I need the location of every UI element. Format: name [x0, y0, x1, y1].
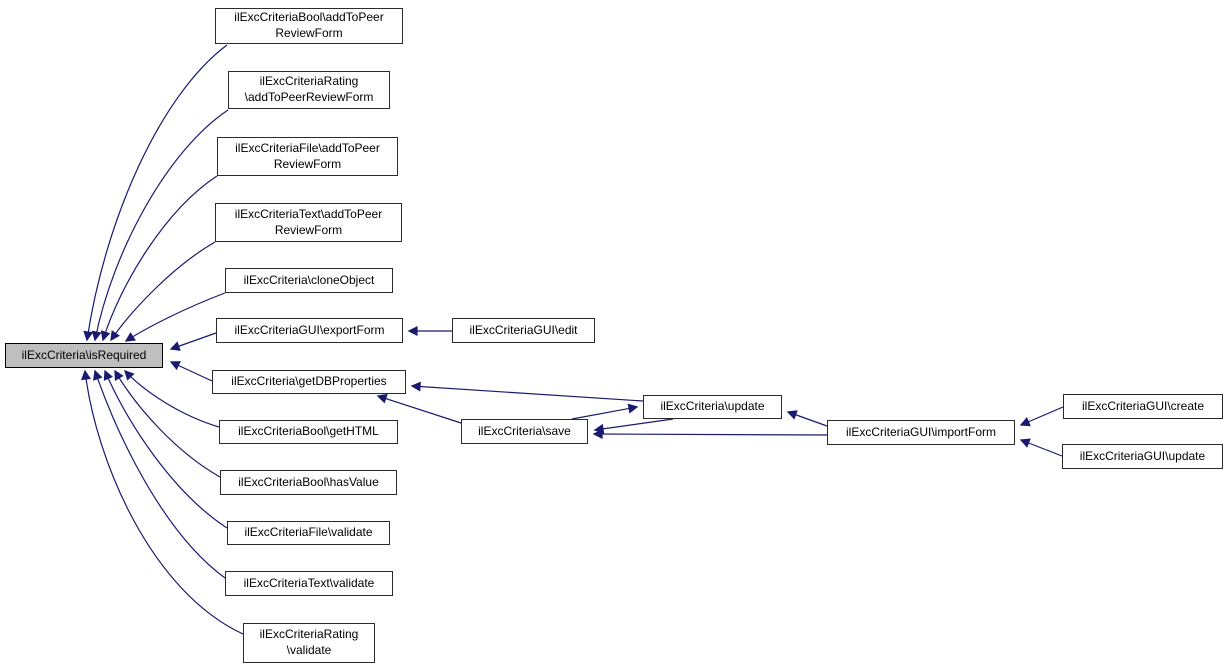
graph-node-rating-addtopeerreviewform[interactable]: ilExcCriteriaRating \addToPeerReviewForm — [228, 71, 390, 109]
graph-node-bool-hasvalue[interactable]: ilExcCriteriaBool\hasValue — [220, 470, 397, 495]
graph-node-isrequired: ilExcCriteria\isRequired — [5, 343, 163, 368]
edge-save-to-getdbproperties — [376, 393, 462, 424]
edge-gui-update-to-importform — [1019, 438, 1063, 457]
edge-importform-to-save — [592, 429, 828, 440]
edge-file-addtopeerreviewform-to-isrequired — [100, 175, 218, 342]
edge-rating-validate-to-isrequired — [81, 369, 244, 635]
edge-bool-gethtml-to-isrequired — [124, 369, 220, 428]
edge-gui-create-to-importform — [1019, 406, 1064, 427]
edge-update-to-save — [593, 418, 674, 434]
edge-bool-addtopeerreviewform-to-isrequired — [83, 44, 228, 342]
edge-text-addtopeerreviewform-to-isrequired — [110, 241, 216, 342]
graph-node-update[interactable]: ilExcCriteria\update — [643, 395, 782, 419]
edge-update-to-getdbproperties — [410, 381, 644, 402]
edge-cloneobject-to-isrequired — [124, 292, 226, 342]
graph-node-rating-validate[interactable]: ilExcCriteriaRating \validate — [243, 623, 375, 663]
graph-node-cloneobject[interactable]: ilExcCriteria\cloneObject — [225, 268, 393, 293]
edge-save-to-update — [571, 403, 639, 420]
graph-node-file-addtopeerreviewform[interactable]: ilExcCriteriaFile\addToPeer ReviewForm — [217, 137, 398, 176]
graph-node-importform[interactable]: ilExcCriteriaGUI\importForm — [827, 420, 1015, 445]
graph-node-text-validate[interactable]: ilExcCriteriaText\validate — [225, 571, 393, 596]
graph-node-exportform[interactable]: ilExcCriteriaGUI\exportForm — [216, 318, 403, 343]
graph-node-file-validate[interactable]: ilExcCriteriaFile\validate — [227, 521, 390, 545]
edge-file-validate-to-isrequired — [103, 369, 228, 529]
graph-node-gui-update[interactable]: ilExcCriteriaGUI\update — [1062, 444, 1223, 469]
edge-text-validate-to-isrequired — [93, 369, 226, 579]
graph-node-save[interactable]: ilExcCriteria\save — [461, 419, 588, 444]
edge-getdbproperties-to-isrequired — [169, 361, 213, 382]
edge-bool-hasvalue-to-isrequired — [114, 369, 221, 478]
graph-node-bool-addtopeerreviewform[interactable]: ilExcCriteriaBool\addToPeer ReviewForm — [215, 8, 403, 44]
edge-importform-to-update — [786, 410, 828, 427]
graph-node-gui-edit[interactable]: ilExcCriteriaGUI\edit — [452, 318, 595, 343]
edge-rating-addtopeerreviewform-to-isrequired — [91, 109, 229, 342]
graph-node-getdbproperties[interactable]: ilExcCriteria\getDBProperties — [212, 370, 406, 394]
graph-node-text-addtopeerreviewform[interactable]: ilExcCriteriaText\addToPeer ReviewForm — [215, 203, 402, 242]
graph-node-bool-gethtml[interactable]: ilExcCriteriaBool\getHTML — [219, 420, 398, 444]
graph-node-gui-create[interactable]: ilExcCriteriaGUI\create — [1063, 394, 1223, 419]
edge-exportform-to-isrequired — [169, 332, 217, 351]
